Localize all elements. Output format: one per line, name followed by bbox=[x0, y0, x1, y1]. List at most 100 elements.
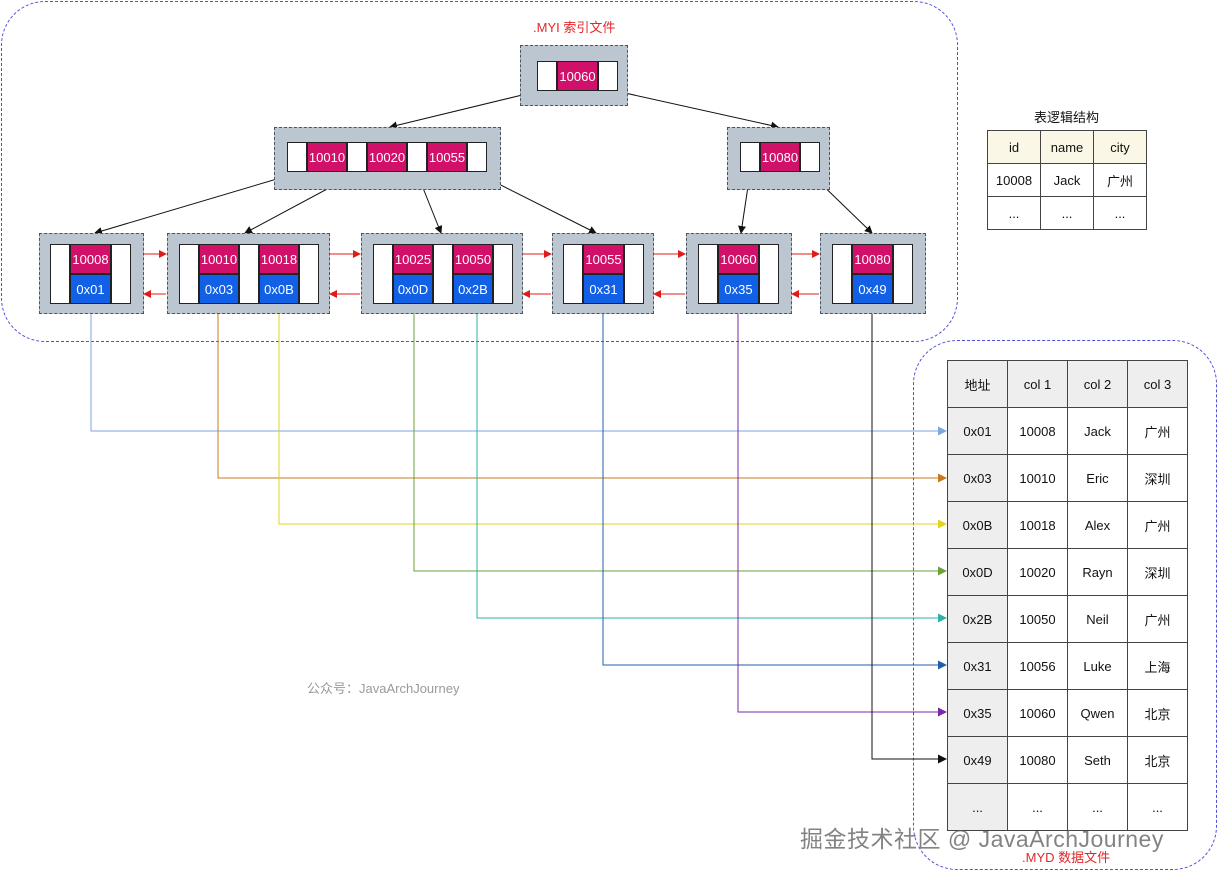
pointer-slot bbox=[493, 244, 513, 304]
table-cell: Jack bbox=[1067, 407, 1128, 455]
table-cell: ... bbox=[1093, 196, 1147, 230]
table-cell: 10056 bbox=[1007, 642, 1068, 690]
table-cell: 上海 bbox=[1127, 642, 1188, 690]
internal-key: 10080 bbox=[760, 142, 800, 172]
table-cell: 10050 bbox=[1007, 595, 1068, 643]
address-cell: 0x31 bbox=[947, 642, 1008, 690]
data-link-0x31 bbox=[602, 307, 947, 670]
header-cell: 地址 bbox=[947, 360, 1008, 408]
table-cell: 北京 bbox=[1127, 689, 1188, 737]
pointer-slot bbox=[50, 244, 70, 304]
table-cell: 10010 bbox=[1007, 454, 1068, 502]
pointer-slot bbox=[373, 244, 393, 304]
table-cell: Neil bbox=[1067, 595, 1128, 643]
root-key: 10060 bbox=[557, 61, 598, 91]
pointer-slot bbox=[698, 244, 718, 304]
header-cell: id bbox=[987, 130, 1041, 164]
header-cell: name bbox=[1040, 130, 1094, 164]
leaf-address: 0x2B bbox=[453, 274, 493, 304]
leaf-address: 0x31 bbox=[583, 274, 624, 304]
myd-title: .MYD 数据文件 bbox=[1022, 850, 1111, 865]
address-cell: 0x01 bbox=[947, 407, 1008, 455]
table-cell: Eric bbox=[1067, 454, 1128, 502]
data-link-0x2B bbox=[476, 307, 947, 623]
leaf-key: 10080 bbox=[852, 244, 893, 274]
table-row: id name city bbox=[987, 130, 1147, 164]
table-cell: Seth bbox=[1067, 736, 1128, 784]
data-link-0x49 bbox=[871, 307, 947, 764]
leaf-key: 10025 bbox=[393, 244, 433, 274]
table-cell: 10060 bbox=[1007, 689, 1068, 737]
header-cell: col 2 bbox=[1067, 360, 1128, 408]
logic-table: id name city 10008 Jack 广州 ... ... ... bbox=[987, 130, 1147, 230]
data-link-0x0D bbox=[413, 307, 947, 576]
table-cell: 10080 bbox=[1007, 736, 1068, 784]
data-link-0x35 bbox=[737, 307, 947, 717]
address-cell: 0x49 bbox=[947, 736, 1008, 784]
internal-key: 10020 bbox=[367, 142, 407, 172]
leaf-address: 0x49 bbox=[852, 274, 893, 304]
pointer-slot bbox=[111, 244, 131, 304]
table-row: ... ... ... ... bbox=[947, 783, 1188, 831]
address-cell: 0x2B bbox=[947, 595, 1008, 643]
leaf-key: 10008 bbox=[70, 244, 111, 274]
header-cell: col 3 bbox=[1127, 360, 1188, 408]
pointer-slot bbox=[347, 142, 367, 172]
table-row: ... ... ... bbox=[987, 196, 1147, 230]
internal-key: 10055 bbox=[427, 142, 467, 172]
table-cell: 10008 bbox=[987, 163, 1041, 197]
leaf-key: 10060 bbox=[718, 244, 759, 274]
internal-key: 10010 bbox=[307, 142, 347, 172]
table-cell: 深圳 bbox=[1127, 454, 1188, 502]
table-row: 0x0B 10018 Alex 广州 bbox=[947, 501, 1188, 549]
table-cell: 深圳 bbox=[1127, 548, 1188, 596]
pointer-slot bbox=[299, 244, 319, 304]
table-cell: 10018 bbox=[1007, 501, 1068, 549]
edge-internal-to-leaf-1 bbox=[94, 172, 298, 235]
address-cell: 0x0B bbox=[947, 501, 1008, 549]
table-cell: Qwen bbox=[1067, 689, 1128, 737]
leaf-key: 10055 bbox=[583, 244, 624, 274]
leaf-key: 10018 bbox=[259, 244, 299, 274]
table-row: 10008 Jack 广州 bbox=[987, 163, 1147, 197]
address-cell: 0x03 bbox=[947, 454, 1008, 502]
pointer-slot bbox=[239, 244, 259, 304]
leaf-address: 0x01 bbox=[70, 274, 111, 304]
table-cell: 广州 bbox=[1127, 595, 1188, 643]
table-cell: ... bbox=[987, 196, 1041, 230]
table-row: 0x03 10010 Eric 深圳 bbox=[947, 454, 1188, 502]
pointer-slot bbox=[832, 244, 852, 304]
data-link-0x0B bbox=[278, 307, 947, 529]
table-cell: Alex bbox=[1067, 501, 1128, 549]
table-cell: 北京 bbox=[1127, 736, 1188, 784]
address-cell: 0x35 bbox=[947, 689, 1008, 737]
table-cell: Luke bbox=[1067, 642, 1128, 690]
table-row: 0x49 10080 Seth 北京 bbox=[947, 736, 1188, 784]
brand-watermark: 掘金技术社区 @ JavaArchJourney bbox=[800, 826, 1164, 852]
watermark-text: 公众号：JavaArchJourney bbox=[307, 681, 460, 696]
address-cell: 0x0D bbox=[947, 548, 1008, 596]
table-cell: Rayn bbox=[1067, 548, 1128, 596]
myi-title: .MYI 索引文件 bbox=[533, 20, 616, 35]
leaf-address: 0x35 bbox=[718, 274, 759, 304]
leaf-address: 0x0B bbox=[259, 274, 299, 304]
myd-data-table: 地址 col 1 col 2 col 3 0x01 10008 Jack 广州 … bbox=[947, 360, 1188, 831]
pointer-slot bbox=[407, 142, 427, 172]
table-cell: 10020 bbox=[1007, 548, 1068, 596]
table-cell: ... bbox=[1067, 783, 1128, 831]
data-link-0x01 bbox=[90, 307, 947, 436]
table-cell: 10008 bbox=[1007, 407, 1068, 455]
pointer-slot bbox=[467, 142, 487, 172]
header-cell: col 1 bbox=[1007, 360, 1068, 408]
address-cell: ... bbox=[947, 783, 1008, 831]
table-row: 0x01 10008 Jack 广州 bbox=[947, 407, 1188, 455]
table-row: 0x35 10060 Qwen 北京 bbox=[947, 689, 1188, 737]
myi-index-file-region bbox=[1, 1, 958, 342]
table-row: 0x0D 10020 Rayn 深圳 bbox=[947, 548, 1188, 596]
pointer-slot bbox=[537, 61, 557, 91]
header-cell: city bbox=[1093, 130, 1147, 164]
leaf-address: 0x03 bbox=[199, 274, 239, 304]
table-cell: 广州 bbox=[1093, 163, 1147, 197]
table-cell: ... bbox=[1127, 783, 1188, 831]
table-cell: ... bbox=[1040, 196, 1094, 230]
